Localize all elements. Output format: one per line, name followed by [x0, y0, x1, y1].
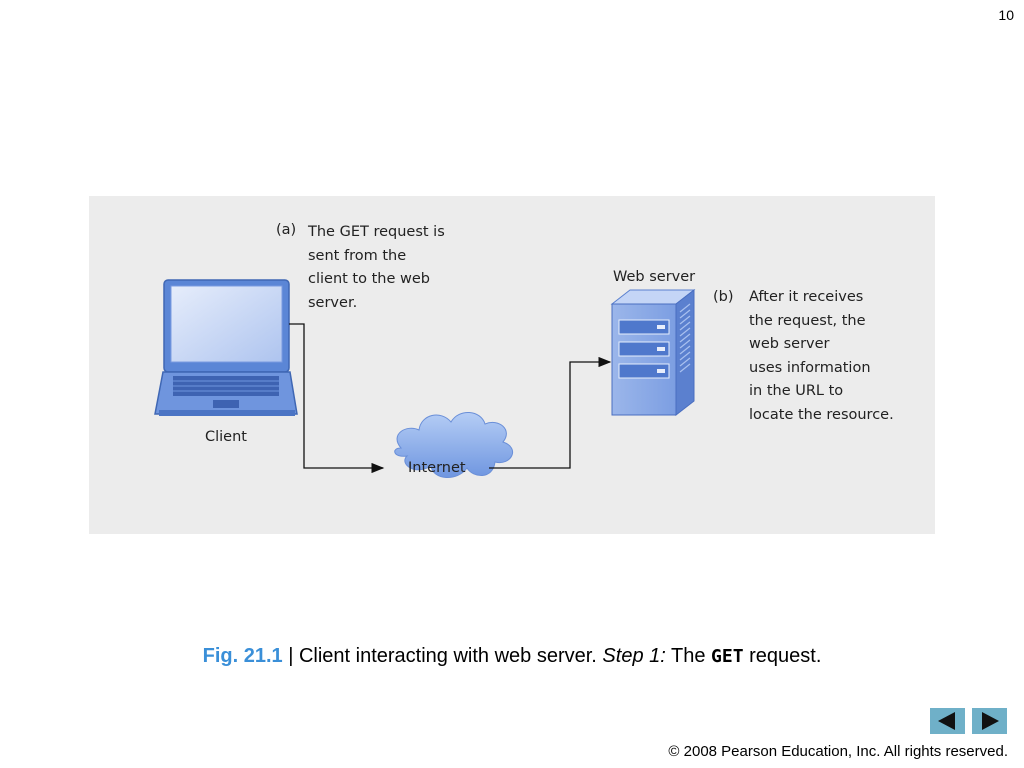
diagram-canvas	[154, 279, 696, 478]
figure-caption: Fig. 21.1 | Client interacting with web …	[0, 645, 1024, 668]
server-label: Web server	[613, 269, 696, 285]
triangle-left-icon	[938, 712, 955, 730]
request-arrow-client-to-internet	[289, 323, 385, 474]
request-arrow-internet-to-server	[489, 356, 612, 469]
caption-step: Step 1:	[602, 645, 666, 667]
figure-number: Fig. 21.1	[202, 645, 283, 667]
step-b-letter: (b)	[713, 289, 734, 305]
next-slide-button[interactable]	[972, 708, 1007, 734]
previous-slide-button[interactable]	[930, 708, 965, 734]
step-a-description: The GET request is sent from the client …	[308, 224, 445, 311]
caption-code: GET	[711, 646, 744, 667]
step-a-letter: (a)	[276, 222, 297, 238]
server-icon	[610, 288, 696, 417]
copyright-notice: © 2008 Pearson Education, Inc. All right…	[668, 743, 1008, 760]
page-number: 10	[998, 7, 1014, 23]
laptop-icon	[154, 279, 298, 416]
internet-label: Internet	[408, 460, 466, 476]
caption-the: The	[665, 645, 712, 667]
figure-panel: (a) The GET request is sent from the cli…	[89, 196, 935, 534]
triangle-right-icon	[982, 712, 999, 730]
step-b-description: After it receives the request, the web s…	[749, 289, 894, 423]
client-label: Client	[205, 429, 247, 445]
caption-text: | Client interacting with web server.	[282, 645, 603, 667]
caption-tail: request.	[743, 645, 822, 667]
internet-cloud-icon	[394, 412, 514, 478]
